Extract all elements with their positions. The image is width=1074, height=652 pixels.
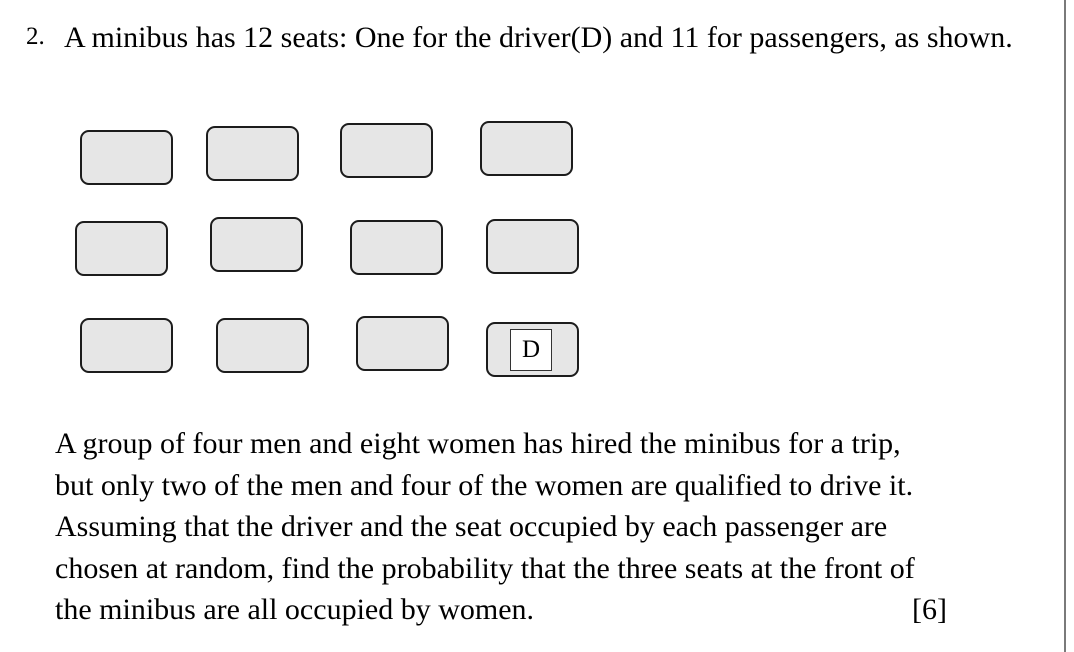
passenger-seat [356,316,449,371]
passenger-seat [350,220,443,275]
question-body-line: the minibus are all occupied by women. [55,593,535,626]
passenger-seat [486,219,579,274]
question-body-line: but only two of the men and four of the … [55,468,914,502]
passenger-seat [206,126,299,181]
question-number: 2. [26,23,45,50]
question-body-line: Assuming that the driver and the seat oc… [55,510,888,543]
passenger-seat [210,217,303,272]
passenger-seat [340,123,433,178]
question-body-line: A group of four men and eight women has … [55,427,901,460]
driver-seat-label: D [510,329,552,371]
driver-seat: D [486,322,579,377]
passenger-seat [80,130,173,185]
page-right-border [1064,0,1066,652]
passenger-seat [216,318,309,373]
question-body-line: chosen at random, find the probability t… [55,551,915,585]
passenger-seat [80,318,173,373]
marks-allocation: [6] [912,593,947,626]
passenger-seat [75,221,168,276]
question-body: A group of four men and eight women has … [55,423,975,631]
question-intro: A minibus has 12 seats: One for the driv… [64,21,1013,54]
passenger-seat [480,121,573,176]
